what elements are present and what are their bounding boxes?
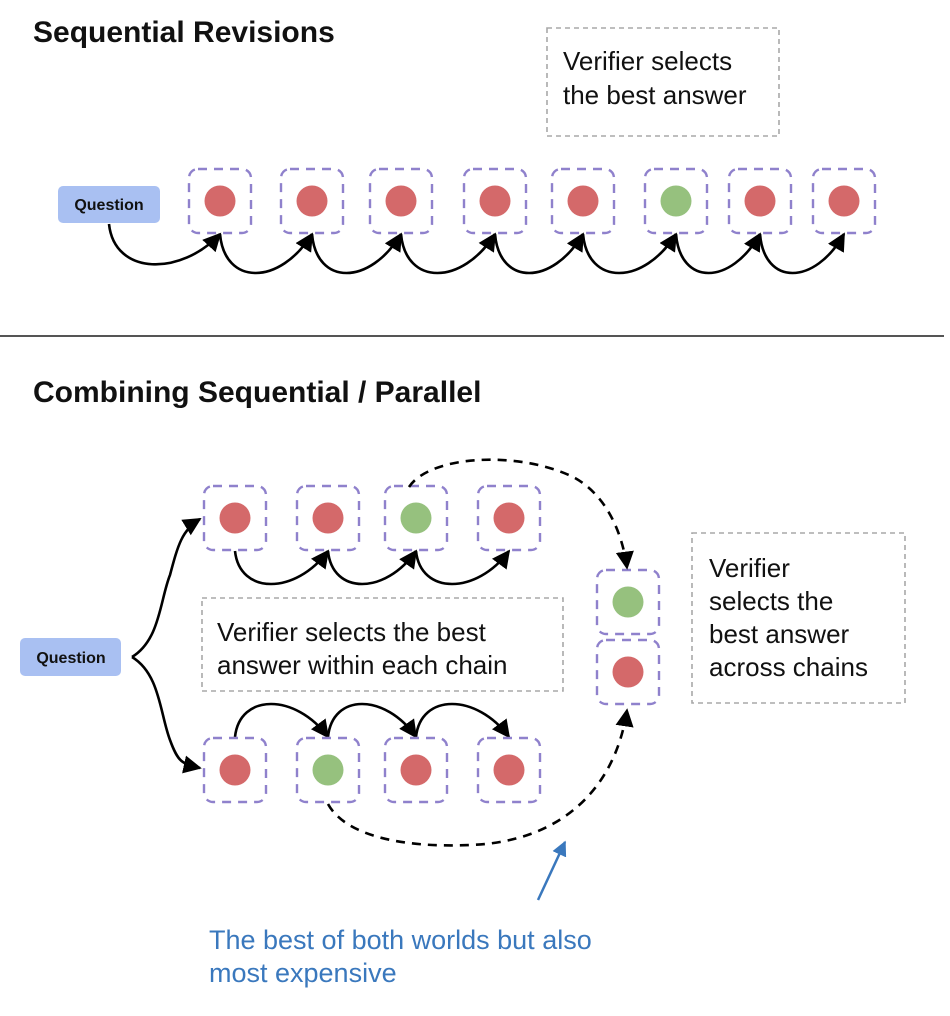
node-frame: [462, 167, 528, 235]
bottom-chain-node-2: [295, 736, 361, 804]
sequential-node-4: [462, 167, 528, 235]
top-chain-arrow-1: [233, 549, 330, 586]
sequential-question-label: Question: [74, 197, 143, 214]
sequential-arrow-0: [107, 223, 222, 266]
wrong-answer-dot: [400, 754, 432, 786]
wrong-answer-dot: [385, 185, 417, 217]
sequential-node-1: [187, 167, 253, 235]
node-frame: [476, 736, 542, 804]
combined-title: Combining Sequential / Parallel: [33, 376, 481, 409]
bottom-chain-selection-arc: [326, 708, 634, 847]
wrong-answer-dot: [204, 185, 236, 217]
bottom-chain-node-1: [202, 736, 268, 804]
combined-question-node: Question: [20, 638, 121, 676]
top-chain-selection-arc: [407, 458, 634, 570]
annotation-line-2: most expensive: [209, 958, 397, 988]
final-candidate-1: [595, 568, 661, 636]
wrong-answer-dot: [567, 185, 599, 217]
sequential-arrow-3: [399, 232, 497, 275]
sequential-node-7: [727, 167, 793, 235]
bottom-chain-node-3: [383, 736, 449, 804]
sequential-question-node: Question: [58, 186, 160, 223]
node-frame: [295, 736, 361, 804]
node-frame: [595, 638, 661, 706]
final-candidates: [595, 568, 661, 706]
annotation-line-1: The best of both worlds but also: [209, 925, 592, 955]
sequential-arrow-5: [581, 232, 678, 275]
node-frame: [202, 484, 268, 552]
bottom-chain-arrow-1: [233, 702, 330, 739]
sequential-node-5: [550, 167, 616, 235]
node-frame: [202, 736, 268, 804]
node-frame: [811, 167, 877, 235]
correct-answer-dot: [400, 502, 432, 534]
top-chain-node-1: [202, 484, 268, 552]
wrong-answer-dot: [479, 185, 511, 217]
sequential-title: Sequential Revisions: [33, 16, 335, 49]
correct-answer-dot: [312, 754, 344, 786]
sequential-node-3: [368, 167, 434, 235]
sequential-arrow-4: [493, 232, 585, 275]
annotation-arrow: [536, 840, 567, 901]
wrong-answer-dot: [219, 502, 251, 534]
across-chain-verifier-line-3: best answer: [709, 619, 850, 649]
within-chain-verifier-line-1: Verifier selects the best: [217, 617, 487, 647]
sequential-node-8: [811, 167, 877, 235]
final-candidate-2: [595, 638, 661, 706]
node-frame: [279, 167, 345, 235]
correct-answer-dot: [612, 586, 644, 618]
bottom-chain-arrow-3: [414, 702, 511, 739]
sequential-verifier-box: Verifier selects the best answer: [546, 27, 780, 137]
chain-arrows: [233, 549, 511, 739]
chains: [202, 484, 542, 804]
node-frame: [368, 167, 434, 235]
top-chain-node-2: [295, 484, 361, 552]
node-frame: [643, 167, 709, 235]
sequential-chain: [187, 167, 877, 235]
across-chain-verifier-box: Verifier selects the best answer across …: [691, 532, 906, 704]
across-chain-verifier-line-2: selects the: [709, 586, 833, 616]
node-frame: [295, 484, 361, 552]
sequential-arrows: [107, 223, 846, 275]
wrong-answer-dot: [493, 754, 525, 786]
top-chain-node-3: [383, 484, 449, 552]
bottom-chain-node-4: [476, 736, 542, 804]
node-frame: [727, 167, 793, 235]
top-chain-node-4: [476, 484, 542, 552]
sequential-arrow-7: [758, 232, 846, 275]
sequential-arrow-6: [674, 232, 762, 275]
wrong-answer-dot: [744, 185, 776, 217]
across-chain-verifier-line-4: across chains: [709, 652, 868, 682]
sequential-node-2: [279, 167, 345, 235]
top-chain-arrow-2: [326, 549, 418, 586]
sequential-arrow-2: [310, 232, 403, 275]
combined-question-label: Question: [36, 650, 105, 667]
branch-arrow-bottom: [131, 655, 202, 774]
within-chain-verifier-line-2: answer within each chain: [217, 650, 508, 680]
sequential-verifier-line-2: the best answer: [563, 80, 747, 110]
sequential-verifier-line-1: Verifier selects: [563, 46, 732, 76]
node-frame: [383, 484, 449, 552]
wrong-answer-dot: [828, 185, 860, 217]
node-frame: [476, 484, 542, 552]
within-chain-verifier-box: Verifier selects the best answer within …: [201, 597, 564, 692]
wrong-answer-dot: [219, 754, 251, 786]
wrong-answer-dot: [612, 656, 644, 688]
top-chain-arrow-3: [414, 549, 511, 586]
wrong-answer-dot: [493, 502, 525, 534]
node-frame: [187, 167, 253, 235]
node-frame: [383, 736, 449, 804]
correct-answer-dot: [660, 185, 692, 217]
across-chain-verifier-line-1: Verifier: [709, 553, 790, 583]
wrong-answer-dot: [296, 185, 328, 217]
node-frame: [550, 167, 616, 235]
sequential-arrow-1: [218, 232, 314, 275]
sequential-node-6: [643, 167, 709, 235]
bottom-chain-arrow-2: [326, 702, 418, 739]
wrong-answer-dot: [312, 502, 344, 534]
node-frame: [595, 568, 661, 636]
branch-arrow-top: [131, 517, 202, 659]
